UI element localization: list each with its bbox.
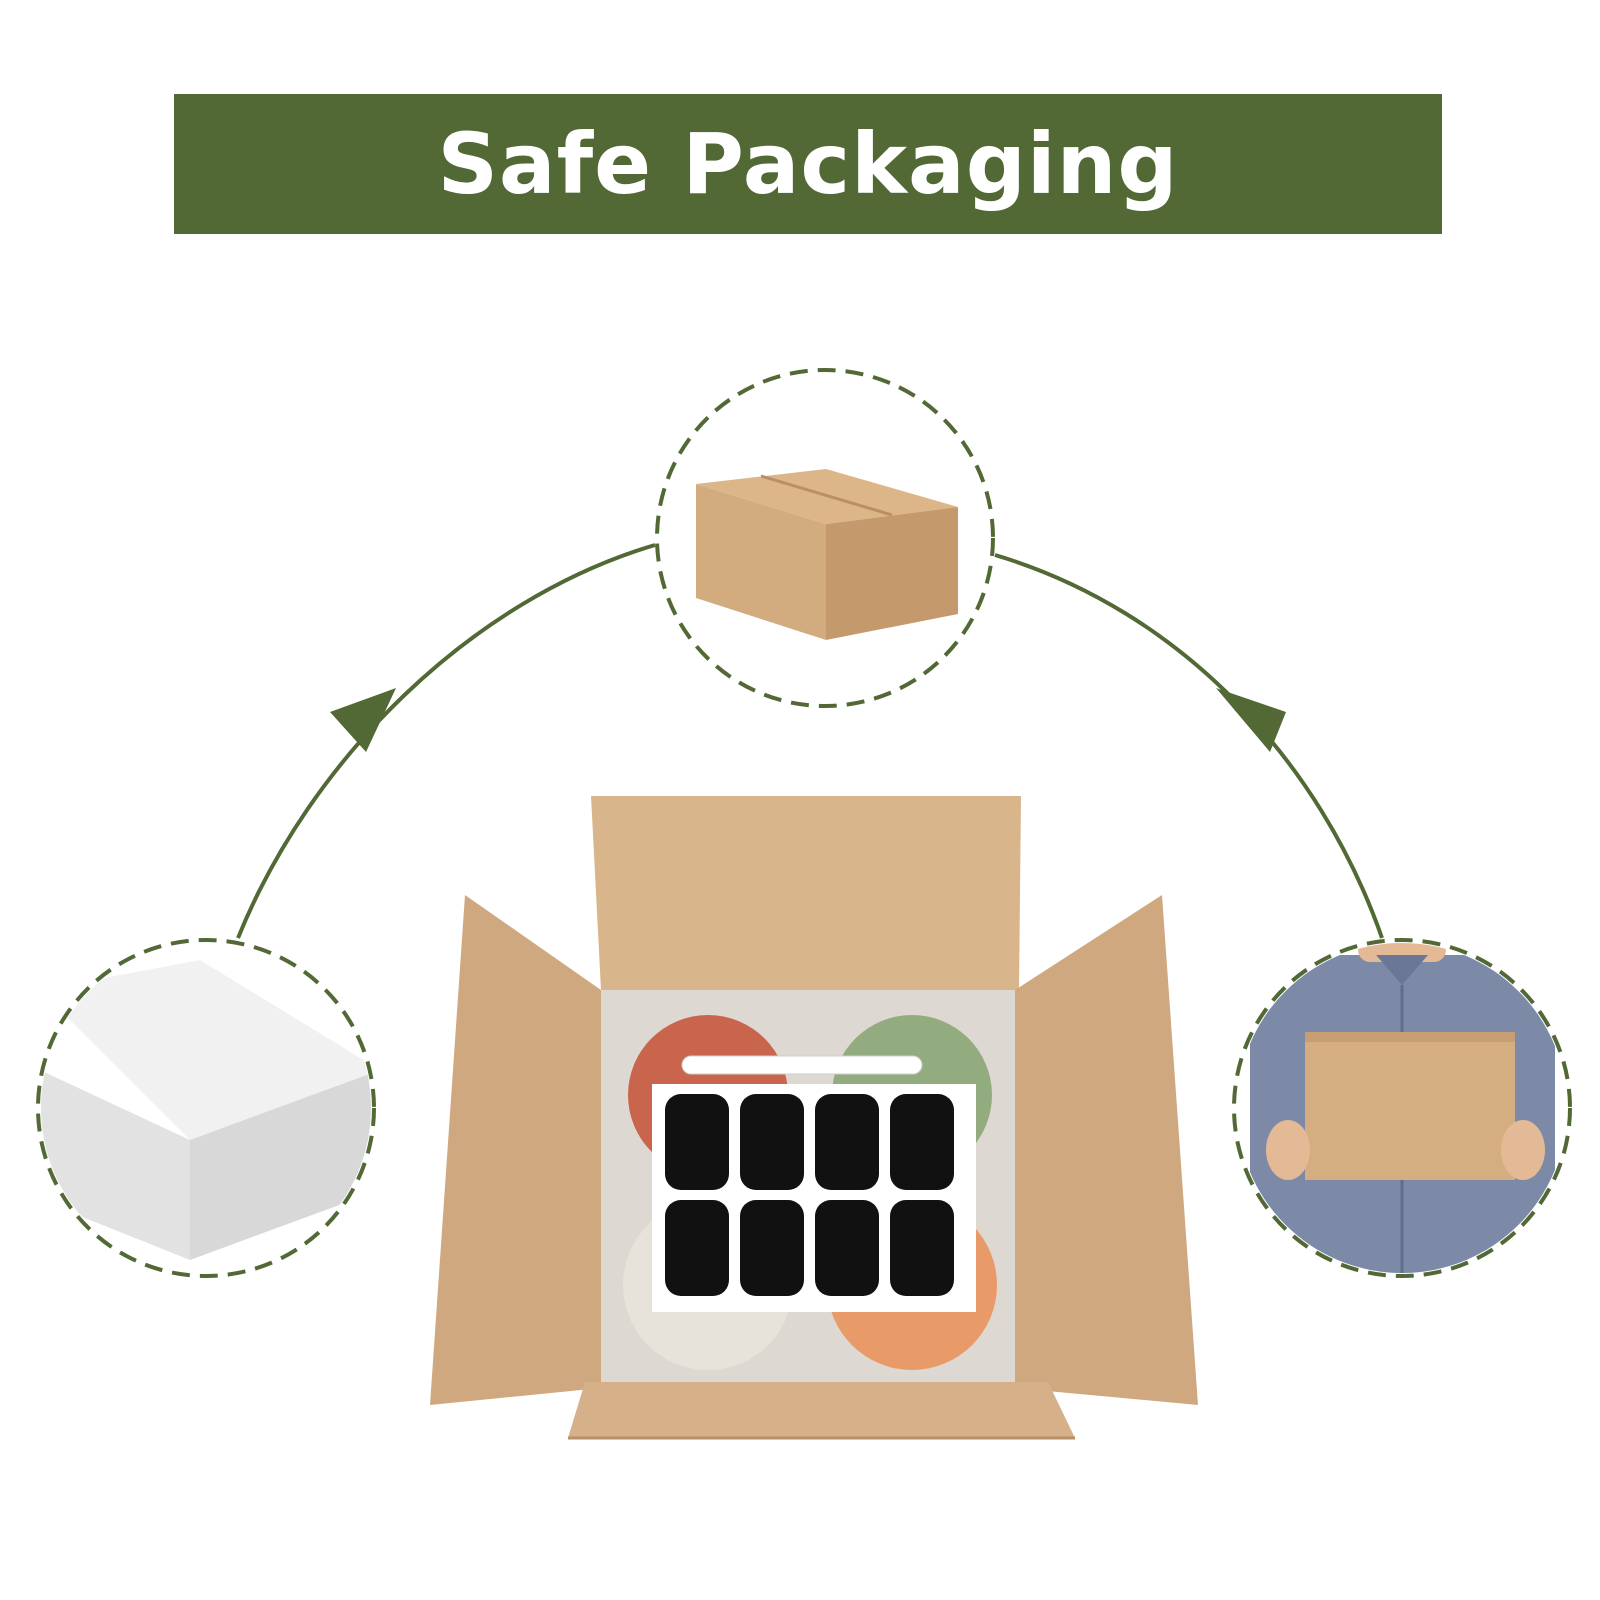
flow-arc-right xyxy=(994,553,1384,939)
foam-block-icon xyxy=(36,938,376,1278)
courier-holding-box-icon xyxy=(1232,938,1572,1278)
box-back-flap xyxy=(591,796,1021,990)
chalk-marker xyxy=(681,1055,923,1075)
box-front-flap xyxy=(568,1382,1075,1438)
title-banner: Safe Packaging xyxy=(174,94,1442,234)
chalkboard-labels xyxy=(665,1094,954,1296)
box-left-flap xyxy=(430,895,601,1405)
open-box-with-jars-icon xyxy=(430,796,1198,1440)
box-right-flap xyxy=(1015,895,1198,1405)
flow-arc-left xyxy=(236,543,656,939)
page-title: Safe Packaging xyxy=(437,115,1179,213)
arrow-up-icon xyxy=(330,688,396,752)
arrow-down-icon xyxy=(1216,688,1286,752)
cardboard-box-icon xyxy=(655,368,995,708)
